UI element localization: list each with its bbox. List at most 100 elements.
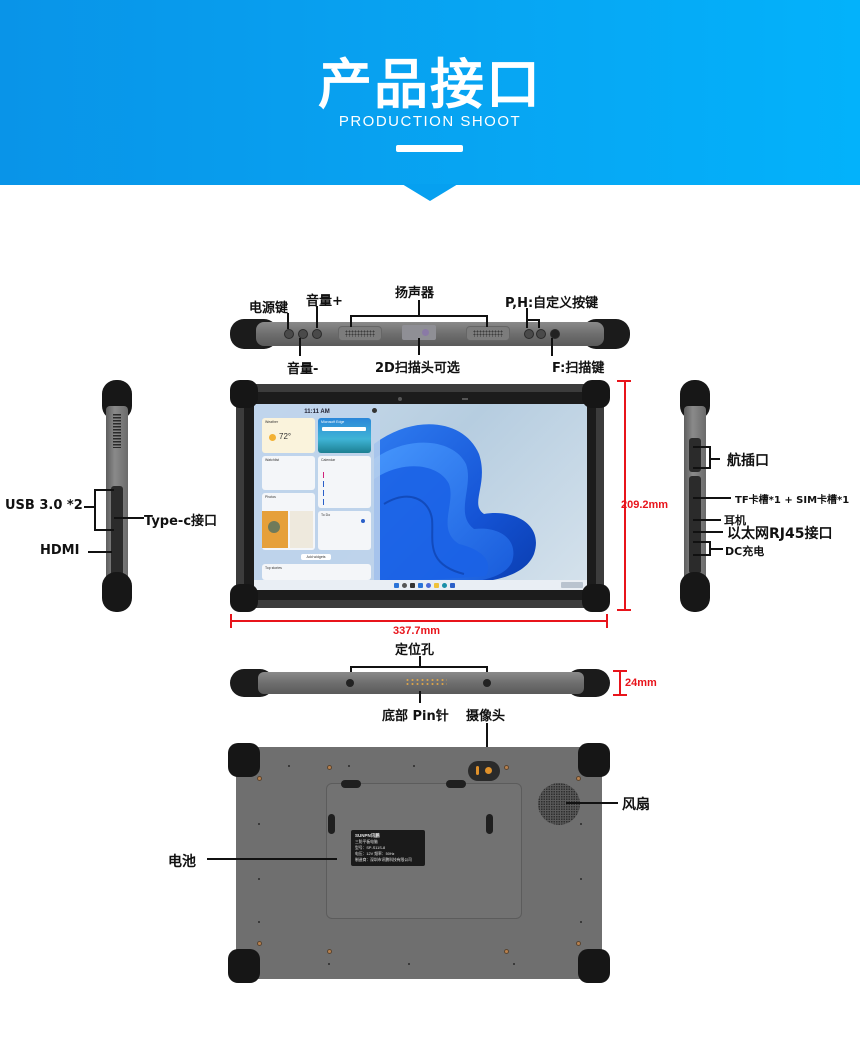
label-ethernet: 以太网RJ45接口 — [727, 526, 833, 542]
leader-line — [693, 554, 710, 556]
thickness-dimension-line — [619, 670, 621, 696]
tablet-bottom-edge-view — [230, 668, 610, 700]
leader-line — [299, 338, 301, 356]
dim-cap — [617, 380, 631, 382]
store-icon[interactable] — [450, 582, 455, 588]
tablet-screen: 11:11 AM Weather 72° Microsoft Edge Watc… — [254, 404, 587, 590]
bottom-bumper — [680, 572, 710, 612]
bumper-corner-tr — [578, 743, 610, 777]
dim-cap — [230, 614, 232, 628]
product-nameplate: SUNPN讯鹏 三防平板电脑 型号：SP-S11S-8 电压：12V 频率：50… — [351, 830, 425, 866]
dim-cap — [613, 670, 627, 672]
leader-line — [94, 489, 114, 491]
bumper-corner-tr — [582, 380, 610, 408]
width-dimension: 337.7mm — [393, 625, 441, 637]
widget-title: Calendar — [321, 458, 336, 462]
width-dimension-line — [230, 620, 608, 622]
label-usb: USB 3.0 *2 — [5, 498, 83, 513]
nameplate-line: 制造商：深圳市讯鹏科技有限公司 — [355, 858, 412, 862]
battery-latch — [341, 780, 361, 788]
add-widgets-button[interactable]: Add widgets — [301, 554, 331, 560]
screw — [327, 765, 332, 770]
flash-icon — [476, 766, 479, 775]
leader-line — [419, 656, 421, 667]
page-title: 产品接口 — [318, 53, 542, 116]
screw-hole — [513, 963, 515, 965]
label-pogo-pins: 底部 Pin针 — [382, 709, 449, 724]
screw — [504, 765, 509, 770]
scanner-window — [402, 325, 436, 340]
widget-top-stories: Top stories — [262, 564, 371, 580]
dim-cap — [617, 609, 631, 611]
widget-title: Top stories — [265, 566, 282, 570]
bumper-corner-br — [578, 949, 610, 983]
screw-hole — [580, 823, 582, 825]
height-dimension: 209.2mm — [621, 499, 669, 511]
nameplate-line: 三防平板电脑 — [355, 840, 378, 844]
photo-thumb — [290, 511, 313, 548]
edge-icon[interactable] — [442, 582, 447, 588]
task-view-icon[interactable] — [410, 582, 415, 588]
screw-hole — [258, 921, 260, 923]
label-volume-up: 音量+ — [306, 294, 343, 309]
leader-line — [94, 529, 114, 531]
chat-icon[interactable] — [426, 582, 431, 588]
bottom-bumper — [102, 572, 132, 612]
search-icon[interactable] — [402, 582, 407, 588]
screw — [257, 941, 262, 946]
pogo-pins — [405, 678, 447, 686]
height-dimension-line — [624, 380, 626, 611]
leader-line — [693, 541, 710, 543]
tablet-back-view: SUNPN讯鹏 三防平板电脑 型号：SP-S11S-8 电压：12V 频率：50… — [228, 743, 610, 983]
leader-line — [693, 497, 731, 499]
screw — [504, 949, 509, 954]
screw — [576, 941, 581, 946]
system-tray[interactable] — [561, 582, 583, 588]
screw — [327, 949, 332, 954]
screw-hole — [288, 765, 290, 767]
label-fan: 风扇 — [622, 797, 650, 813]
title-underline — [396, 145, 463, 152]
widgets-icon[interactable] — [418, 582, 423, 588]
screw — [257, 776, 262, 781]
label-aviation-plug: 航插口 — [727, 453, 769, 469]
leader-line — [538, 319, 540, 328]
leader-line — [418, 300, 420, 316]
leader-line — [526, 308, 528, 328]
widget-calendar: Calendar — [318, 456, 371, 508]
widget-title: Photos — [265, 495, 276, 499]
label-power-key: 电源键 — [249, 301, 289, 316]
label-volume-down: 音量- — [287, 362, 319, 377]
thickness-dimension: 24mm — [625, 677, 657, 689]
bumper-corner-tl — [228, 743, 260, 777]
vent-grille — [113, 414, 121, 448]
battery-latch — [328, 814, 335, 834]
leader-line — [709, 446, 711, 469]
event-marker — [323, 490, 324, 496]
screw-hole — [408, 963, 410, 965]
bumper-corner-bl — [230, 584, 258, 612]
tablet-front-view: 11:11 AM Weather 72° Microsoft Edge Watc… — [230, 380, 610, 612]
bumper-corner-bl — [228, 949, 260, 983]
tablet-left-side-view — [102, 380, 132, 612]
label-scan-key: F:扫描键 — [552, 361, 605, 376]
scan-button — [550, 329, 560, 339]
nameplate-line: 型号：SP-S11S-8 — [355, 846, 386, 850]
port-cover — [689, 476, 701, 574]
widget-watchlist: Watchlist — [262, 456, 315, 490]
leader-line — [350, 315, 487, 317]
nameplate-line: 电压：12V 频率：50Hz — [355, 852, 395, 856]
start-icon[interactable] — [394, 582, 399, 588]
battery-latch — [446, 780, 466, 788]
widget-todo: To Do — [318, 511, 371, 550]
label-camera: 摄像头 — [466, 709, 506, 724]
label-type-c: Type-c接口 — [144, 514, 218, 529]
leader-line — [418, 338, 420, 355]
file-explorer-icon[interactable] — [434, 582, 439, 588]
widget-weather: Weather 72° — [262, 418, 315, 453]
tablet-right-side-view — [680, 380, 710, 612]
rear-camera-module — [468, 761, 500, 781]
fan-vent — [538, 783, 580, 825]
nameplate-brand: SUNPN讯鹏 — [355, 833, 380, 838]
screw-hole — [348, 765, 350, 767]
